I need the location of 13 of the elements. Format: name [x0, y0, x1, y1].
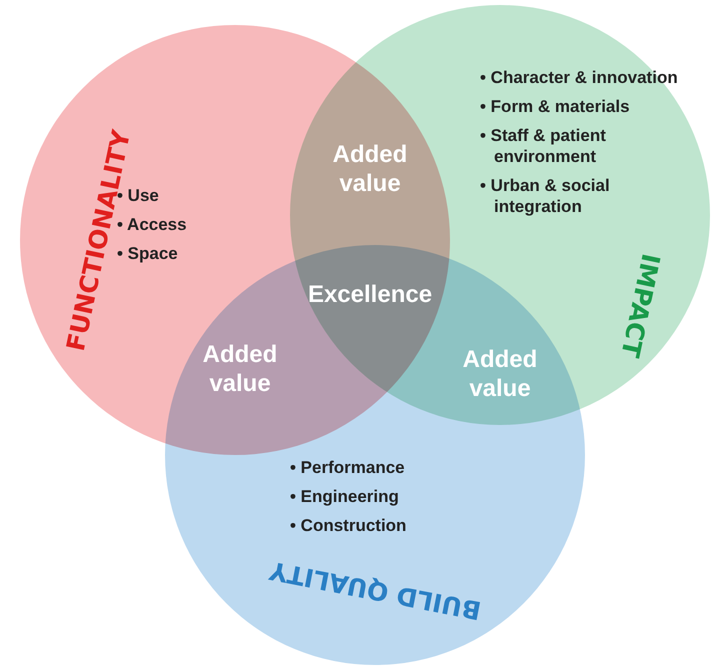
list-item: • Staff & patient environment	[480, 125, 607, 167]
list-item: • Performance	[290, 457, 406, 478]
overlap-label: Excellence	[306, 280, 434, 309]
list-item: • Form & materials	[480, 96, 631, 117]
list-item: • Engineering	[290, 486, 400, 507]
list-item: • Construction	[290, 515, 408, 536]
list-item: • Character & innovation	[480, 67, 679, 88]
overlap-label: Added value	[202, 340, 278, 398]
list-item: • Urban & social integration	[480, 175, 611, 217]
overlap-label: Added value	[332, 140, 408, 198]
overlap-label: Added value	[462, 345, 538, 403]
circle-title: BUILD QUALITY	[266, 555, 483, 625]
circle-title: IMPACT	[614, 250, 666, 360]
